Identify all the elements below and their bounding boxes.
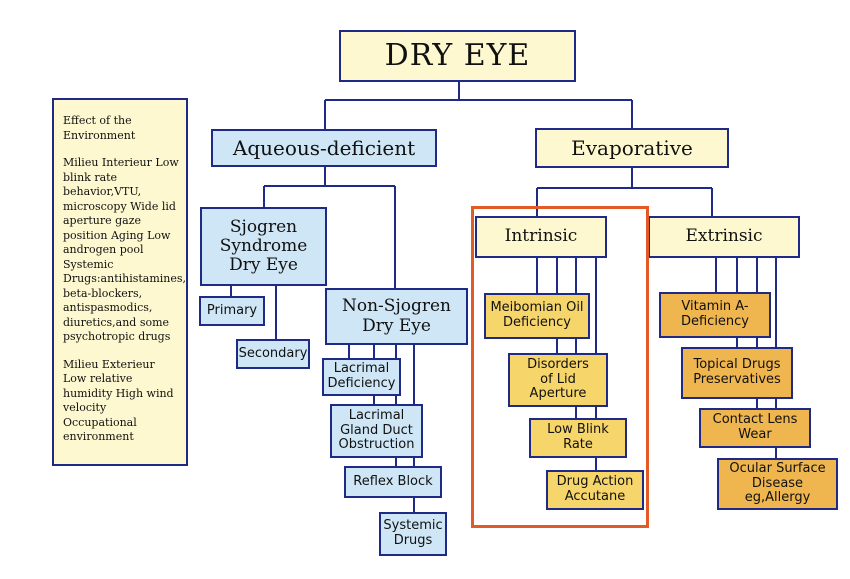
lacrimal-deficiency-node: Lacrimal Deficiency	[322, 358, 401, 396]
topical-drugs-preservatives-node: Topical Drugs Preservatives	[681, 347, 793, 399]
environment-effects-box: Effect of the Environment Milieu Interie…	[52, 98, 188, 466]
ocular-surface-disease-node: Ocular Surface Disease eg,Allergy	[717, 458, 838, 510]
aqueous-deficient-node: Aqueous-deficient	[211, 129, 437, 167]
primary-node: Primary	[199, 296, 265, 326]
drug-action-accutane-node: Drug Action Accutane	[546, 470, 644, 510]
environment-heading: Effect of the Environment	[63, 114, 136, 142]
milieu-interieur-text: Milieu Interieur Low blink rate behavior…	[63, 156, 187, 344]
milieu-exterieur-text: Milieu Exterieur Low relative humidity H…	[63, 357, 174, 444]
sjogren-syndrome-node: Sjogren Syndrome Dry Eye	[200, 207, 327, 286]
disorders-of-lid-aperture-node: Disorders of Lid Aperture	[508, 353, 608, 407]
intrinsic-highlight-frame	[471, 206, 649, 528]
meibomian-oil-deficiency-node: Meibomian Oil Deficiency	[484, 293, 590, 339]
dry-eye-title-node: DRY EYE	[339, 30, 576, 82]
reflex-block-node: Reflex Block	[344, 466, 442, 498]
systemic-drugs-node: Systemic Drugs	[379, 512, 447, 556]
secondary-node: Secondary	[236, 339, 310, 369]
low-blink-rate-node: Low Blink Rate	[529, 418, 627, 458]
extrinsic-node: Extrinsic	[648, 216, 800, 258]
vitamin-a-deficiency-node: Vitamin A- Deficiency	[659, 292, 771, 338]
contact-lens-wear-node: Contact Lens Wear	[699, 408, 811, 448]
non-sjogren-node: Non-Sjogren Dry Eye	[325, 288, 468, 345]
lacrimal-gland-duct-obstruction-node: Lacrimal Gland Duct Obstruction	[330, 404, 423, 458]
evaporative-node: Evaporative	[535, 128, 729, 168]
intrinsic-node: Intrinsic	[475, 216, 607, 258]
